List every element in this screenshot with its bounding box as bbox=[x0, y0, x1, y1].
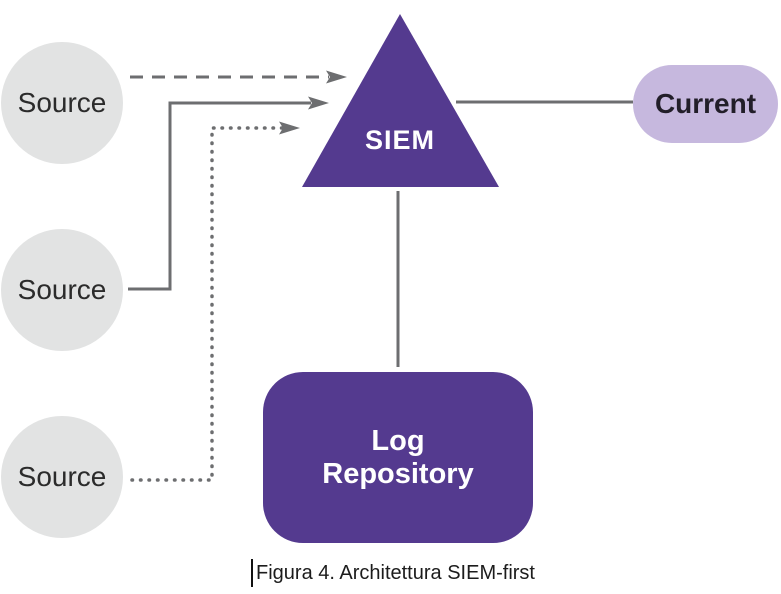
current-node: Current bbox=[633, 65, 778, 143]
log-repository-label-line2: Repository bbox=[322, 457, 474, 490]
source-node-1-label: Source bbox=[17, 87, 107, 118]
figure-caption-row: Figura 4. Architettura SIEM-first bbox=[251, 559, 535, 587]
source-node-1: Source bbox=[1, 42, 123, 164]
siem-node-label: SIEM bbox=[364, 125, 435, 155]
arrowhead-dotted-icon bbox=[279, 121, 300, 135]
source-node-2-label: Source bbox=[17, 274, 107, 305]
source-node-3: Source bbox=[1, 416, 123, 538]
arrowhead-solid-icon bbox=[308, 96, 329, 110]
source-node-3-label: Source bbox=[17, 461, 107, 492]
text-cursor bbox=[251, 559, 253, 587]
current-node-label: Current bbox=[654, 88, 757, 119]
arrowhead-dashed-icon bbox=[326, 70, 347, 84]
log-repository-label-line1: Log bbox=[371, 424, 425, 457]
figure-caption: Figura 4. Architettura SIEM-first bbox=[256, 561, 535, 584]
source-node-2: Source bbox=[1, 229, 123, 351]
siem-triangle-node bbox=[302, 14, 499, 187]
source3-to-siem-dotted-connector bbox=[130, 126, 284, 482]
source2-to-siem-solid-connector bbox=[128, 101, 311, 291]
log-repository-node: Log Repository bbox=[263, 372, 533, 543]
